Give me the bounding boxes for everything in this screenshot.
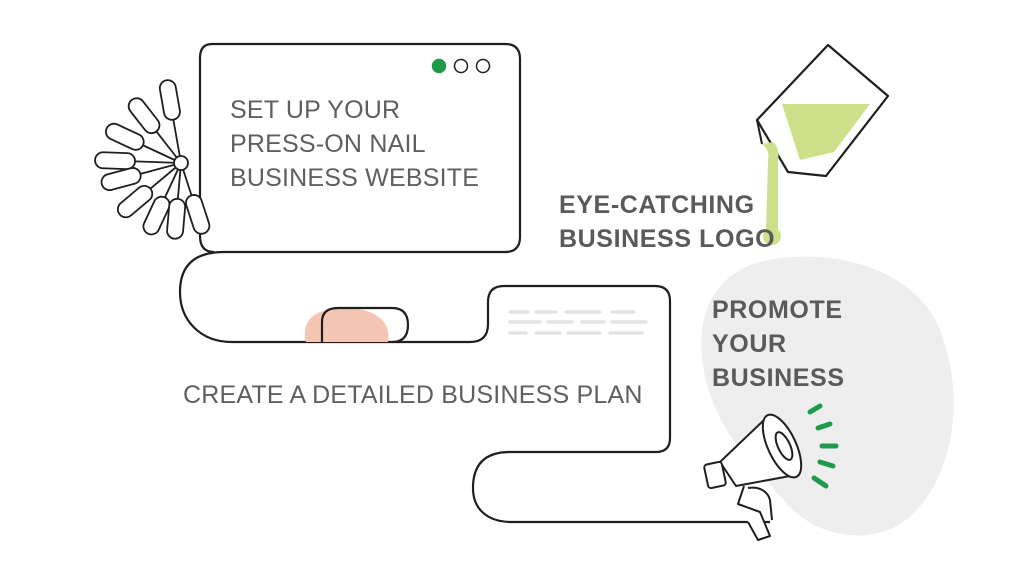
nail-tip-icon	[304, 306, 410, 344]
step-logo-line: BUSINESS LOGO	[559, 225, 776, 253]
nail-fan-icon	[94, 79, 211, 240]
browser-dot-icon	[453, 58, 469, 74]
nail-polish-bottle-icon	[755, 43, 890, 245]
step-website-line: PRESS-ON NAIL	[230, 130, 426, 158]
step-promote-line: BUSINESS	[712, 364, 845, 392]
step-website-line: SET UP YOUR	[230, 96, 401, 124]
step-logo-line: EYE-CATCHING	[559, 191, 755, 219]
roadmap-line	[178, 42, 770, 524]
plan-placeholder-lines	[508, 310, 648, 335]
browser-dot-active-icon	[431, 58, 447, 74]
sound-waves-icon	[807, 403, 839, 489]
step-promote-line: PROMOTE	[712, 296, 843, 324]
step-plan-label: CREATE A DETAILED BUSINESS PLAN	[183, 378, 703, 412]
step-promote-line: YOUR	[712, 330, 787, 358]
megaphone-icon	[703, 413, 803, 541]
step-logo-label: EYE-CATCHING BUSINESS LOGO	[559, 188, 819, 256]
browser-window-left-edge	[198, 42, 215, 254]
step-plan-line: CREATE A DETAILED BUSINESS PLAN	[183, 381, 643, 409]
step-website-line: BUSINESS WEBSITE	[230, 164, 480, 192]
step-website-label: SET UP YOUR PRESS-ON NAIL BUSINESS WEBSI…	[230, 93, 510, 195]
browser-dot-icon	[475, 58, 491, 74]
step-promote-label: PROMOTE YOUR BUSINESS	[712, 293, 862, 395]
